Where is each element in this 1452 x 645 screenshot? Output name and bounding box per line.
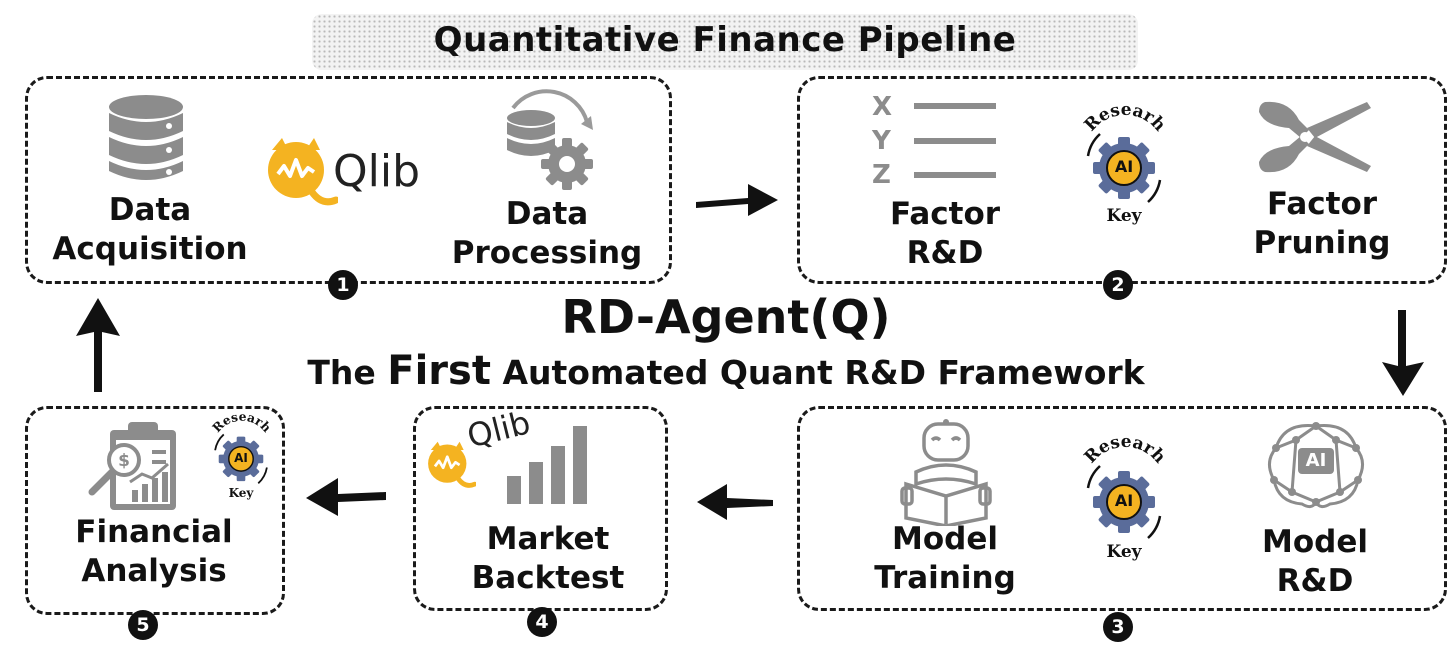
badge-top-text: Researh xyxy=(210,410,274,435)
svg-text:Researh: Researh xyxy=(210,410,274,435)
brain-ai-text: AI xyxy=(1305,450,1327,471)
data-processing-icon xyxy=(507,89,593,190)
arrow-right xyxy=(696,184,778,216)
ai-gear-icon: Researh AI Key xyxy=(1070,432,1178,568)
database-icon xyxy=(109,95,183,180)
arrow-down xyxy=(1382,310,1424,396)
stage-number-4: 4 xyxy=(527,607,557,637)
qlib-mascot-icon xyxy=(268,138,338,206)
label-data-processing: Data Processing xyxy=(451,196,643,271)
label-model-training: Model Training xyxy=(874,521,1016,596)
stage-number-2: 2 xyxy=(1103,270,1133,300)
framework-name: RD-Agent(Q) xyxy=(561,290,891,344)
badge-bottom-text: Key xyxy=(1106,206,1142,226)
badge-top-text: Researh xyxy=(1081,100,1170,136)
robot-reading-icon xyxy=(900,419,992,526)
diagram-title: Quantitative Finance Pipeline xyxy=(433,20,1017,60)
arrow-left xyxy=(306,478,386,516)
arrow-up xyxy=(76,298,120,392)
letter-y: Y xyxy=(872,126,891,156)
ai-gear-icon: Researh AI Key xyxy=(1070,100,1178,228)
svg-text:Researh: Researh xyxy=(1081,432,1170,468)
badge-center-text: AI xyxy=(234,451,248,465)
label-data-acquisition: Data Acquisition xyxy=(52,192,248,267)
stage-5-box xyxy=(25,406,285,615)
label-market-backtest: Market Backtest xyxy=(471,521,625,596)
svg-text:Researh: Researh xyxy=(1081,100,1170,136)
financial-report-icon: $ xyxy=(88,422,176,510)
title-banner xyxy=(312,14,1138,70)
stage-3-box xyxy=(797,406,1447,611)
badge-center-text: AI xyxy=(1114,491,1134,510)
framework-subtitle: The First Automated Quant R&D Framework xyxy=(307,348,1145,394)
letter-x: X xyxy=(872,92,893,122)
scissors-icon xyxy=(1259,101,1371,173)
arrow-left xyxy=(697,484,773,520)
label-financial-analysis: Financial Analysis xyxy=(75,514,233,589)
bar-chart-icon xyxy=(507,426,587,504)
ai-brain-icon xyxy=(1268,422,1364,509)
qlib-logo-text: Qlib xyxy=(333,146,421,197)
subtitle-emphasis: First xyxy=(387,348,491,394)
stage-number-1: 1 xyxy=(328,270,358,300)
label-factor-pruning: Factor Pruning xyxy=(1253,186,1391,261)
badge-bottom-text: Key xyxy=(1106,542,1142,562)
letter-z: Z xyxy=(872,160,891,190)
label-factor-rd: Factor R&D xyxy=(889,196,1001,271)
ai-gear-icon: Researh AI Key xyxy=(202,410,280,502)
stage-number-3: 3 xyxy=(1103,612,1133,642)
label-model-rd: Model R&D xyxy=(1262,524,1368,599)
qlib-mascot-icon xyxy=(428,441,476,488)
svg-text:$: $ xyxy=(118,451,130,471)
badge-top-text: Researh xyxy=(1081,432,1170,468)
badge-bottom-text: Key xyxy=(228,486,254,500)
badge-center-text: AI xyxy=(1114,157,1134,176)
stage-number-5: 5 xyxy=(128,610,158,640)
xyz-list-icon: X Y Z xyxy=(872,92,1002,192)
